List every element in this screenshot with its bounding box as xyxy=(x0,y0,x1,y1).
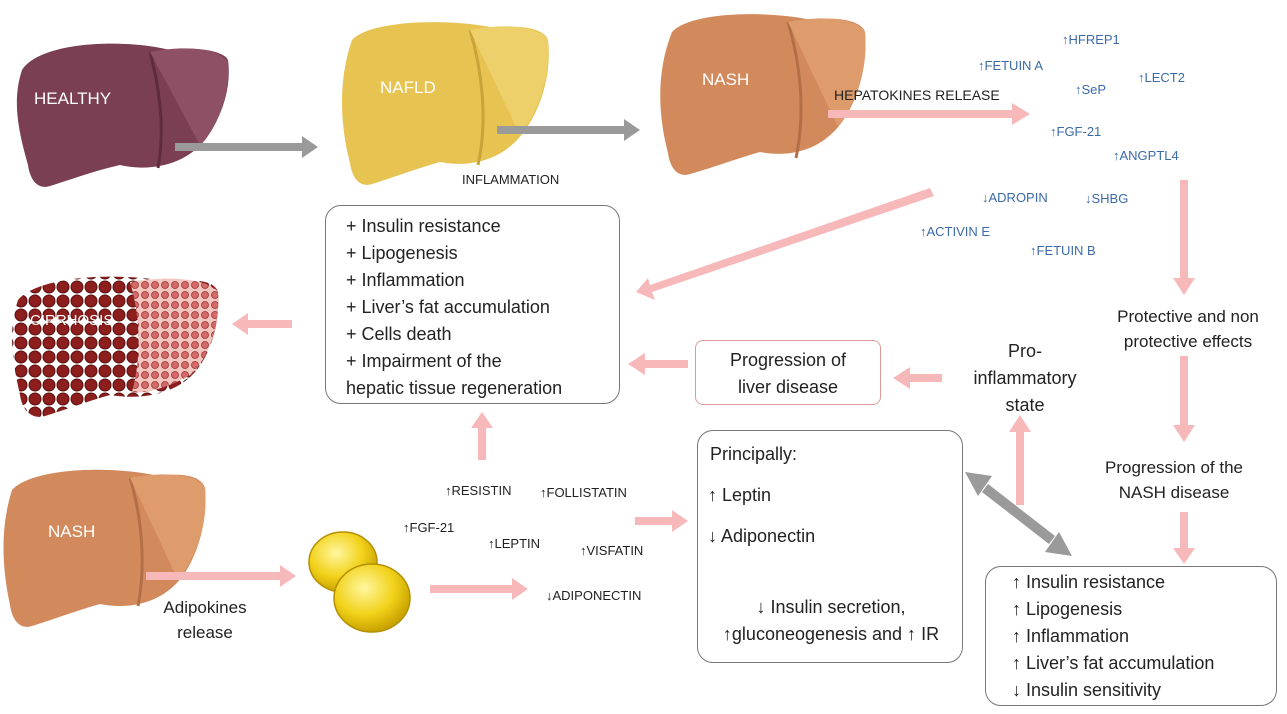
protective-line: protective effects xyxy=(1123,332,1253,351)
adipokines-release-line: release xyxy=(177,623,233,642)
adipokine-item: ↑FOLLISTATIN xyxy=(540,485,627,500)
inflammation-label: INFLAMMATION xyxy=(462,172,560,187)
arrow-effects-to-cirrhosis xyxy=(232,313,292,335)
hepatokine-item: ↑FGF-21 xyxy=(1050,124,1102,139)
hepatokine-item: ↑HFREP1 xyxy=(1062,32,1120,47)
adipokine-item: ↑VISFATIN xyxy=(580,543,644,558)
arrow-progression-to-effects xyxy=(628,353,688,375)
principally-title: Principally: xyxy=(710,444,798,464)
arrow-up-to-proinflammatory xyxy=(1009,415,1031,505)
hepatokine-item: ↑SeP xyxy=(1075,82,1107,97)
protective-effects-label: Protective and non protective effects xyxy=(1098,304,1278,354)
arrow-down-hepatokines-to-protective xyxy=(1173,180,1195,295)
nash-bottom-label: NASH xyxy=(48,522,96,541)
arrow-nash-to-adipocytes xyxy=(146,565,296,587)
progression-nash-line: NASH disease xyxy=(1118,483,1230,502)
pink-arrows xyxy=(146,103,1195,600)
effects-line: + Inflammation xyxy=(346,270,465,290)
hepatokine-item: ↑ANGPTL4 xyxy=(1113,148,1179,163)
pro-inflammatory-line: state xyxy=(1005,395,1045,415)
effects-line: + Cells death xyxy=(346,324,452,344)
nash-liver-bottom-icon xyxy=(3,469,206,627)
arrow-up-adipokines-to-effects xyxy=(471,412,493,460)
hepatokine-item: ↑FETUIN A xyxy=(978,58,1044,73)
nafld-label: NAFLD xyxy=(380,78,436,97)
healthy-label: HEALTHY xyxy=(34,89,112,108)
arrow-down-protective-to-progression xyxy=(1173,356,1195,442)
adipokine-item: ↑FGF-21 xyxy=(403,520,455,535)
adipokine-item: ↑RESISTIN xyxy=(445,483,512,498)
progression-nash-label: Progression of the NASH disease xyxy=(1090,455,1258,505)
hepatokine-item: ↑LECT2 xyxy=(1138,70,1185,85)
grey-arrows xyxy=(175,119,640,158)
arrow-hepatokines-release xyxy=(828,103,1030,125)
result-line: ↓ Insulin secretion, xyxy=(756,597,906,617)
adipocytes-icon xyxy=(308,531,411,633)
arrow-down-progression-to-outcome xyxy=(1173,512,1195,564)
arrow-hepatokines-to-effects xyxy=(636,188,934,300)
outcome-line: ↑ Liver’s fat accumulation xyxy=(1012,653,1215,673)
arrow-nafld-to-nash xyxy=(497,119,640,141)
progression-line: liver disease xyxy=(737,377,839,397)
principally-box: Principally: ↑ Leptin ↓ Adiponectin ↓ In… xyxy=(697,430,963,663)
cirrhosis-label: CIRRHOSIS xyxy=(30,312,114,329)
pro-inflammatory-line: inflammatory xyxy=(973,368,1077,388)
adipokine-item: ↓ADIPONECTIN xyxy=(546,588,642,603)
nash-liver-top-icon xyxy=(660,14,866,175)
adipokine-item: ↑LEPTIN xyxy=(488,536,541,551)
outcome-line: ↑ Lipogenesis xyxy=(1012,599,1123,619)
effects-box: + Insulin resistance + Lipogenesis + Inf… xyxy=(325,205,620,404)
adipokines-release-line: Adipokines xyxy=(163,598,247,617)
bidirectional-grey-arrow xyxy=(965,472,1072,556)
hepatokine-item: ↓SHBG xyxy=(1085,191,1129,206)
progression-box: Progression of liver disease xyxy=(695,340,881,405)
healthy-liver-icon xyxy=(16,43,229,187)
adipokines-release-label: Adipokines release xyxy=(150,595,260,645)
effects-line: + Lipogenesis xyxy=(346,243,458,263)
nash-top-label: NASH xyxy=(702,70,750,89)
pro-inflammatory-label: Pro- inflammatory state xyxy=(965,338,1085,419)
outcome-box: ↑ Insulin resistance ↑ Lipogenesis ↑ Inf… xyxy=(985,566,1277,706)
result-line: ↑gluconeogenesis and ↑ IR xyxy=(722,624,940,644)
effects-line: + Liver’s fat accumulation xyxy=(346,297,550,317)
adiponectin-line: ↓ Adiponectin xyxy=(708,526,816,546)
progression-line: Progression of xyxy=(729,350,847,370)
effects-line: + Impairment of the xyxy=(346,351,502,371)
protective-line: Protective and non xyxy=(1117,307,1259,326)
arrow-proinflammatory-to-progression xyxy=(893,367,942,389)
hepatokine-item: ↓ADROPIN xyxy=(982,190,1048,205)
outcome-line: ↑ Insulin resistance xyxy=(1012,572,1166,592)
effects-line: + Insulin resistance xyxy=(346,216,501,236)
nafld-liver-icon xyxy=(342,22,549,185)
arrow-adipokines-to-principally xyxy=(635,510,688,532)
hepatokines-release-label: HEPATOKINES RELEASE xyxy=(834,87,1000,103)
effects-line: hepatic tissue regeneration xyxy=(346,378,563,398)
cirrhosis-liver-icon xyxy=(12,276,219,417)
arrow-adipocytes-to-adipokines xyxy=(430,578,528,600)
arrow-healthy-to-nafld xyxy=(175,136,318,158)
hepatokine-item: ↑FETUIN B xyxy=(1030,243,1096,258)
leptin-line: ↑ Leptin xyxy=(708,485,772,505)
progression-nash-line: Progression of the xyxy=(1105,458,1243,477)
outcome-line: ↑ Inflammation xyxy=(1012,626,1130,646)
hepatokine-item: ↑ACTIVIN E xyxy=(920,224,991,239)
pro-inflammatory-line: Pro- xyxy=(1007,341,1042,361)
outcome-line: ↓ Insulin sensitivity xyxy=(1012,680,1162,700)
